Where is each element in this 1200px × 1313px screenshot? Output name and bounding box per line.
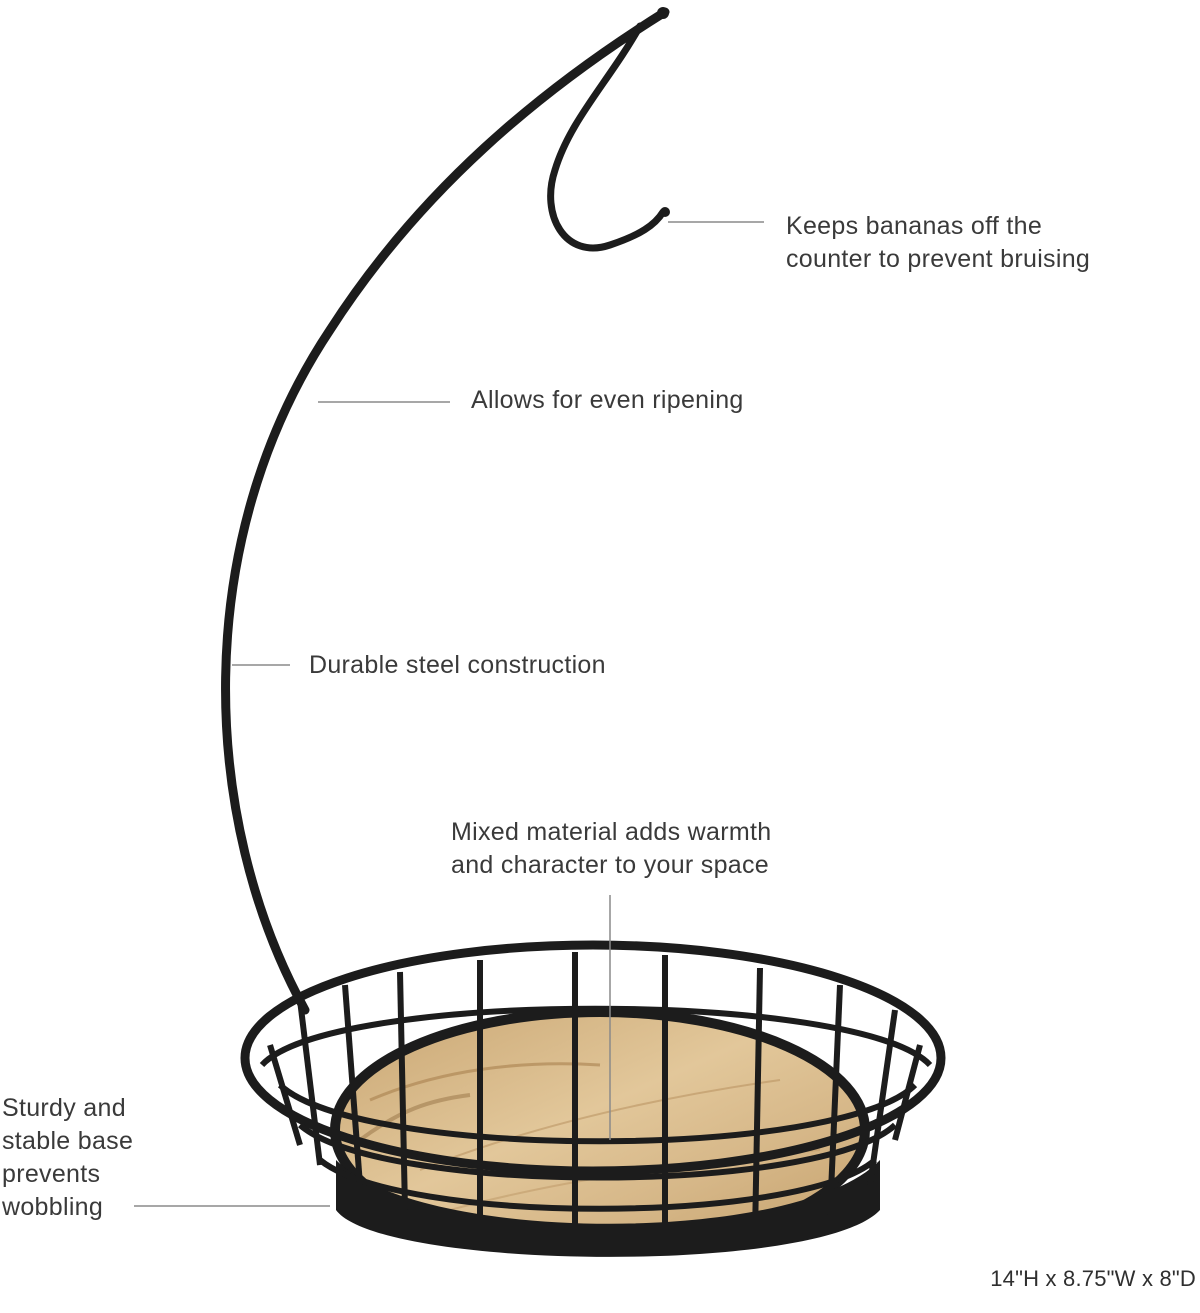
callout-base-line3: prevents: [2, 1160, 101, 1188]
callout-hook-line1: Keeps bananas off the: [786, 212, 1043, 240]
callout-base-line2: stable base: [2, 1127, 134, 1155]
callout-material-line1: Mixed material adds warmth: [451, 818, 772, 846]
callout-hook-line2: counter to prevent bruising: [786, 245, 1091, 273]
base-band: [336, 1160, 880, 1257]
callout-hook: Keeps bananas off the counter to prevent…: [786, 210, 1090, 276]
callout-material: Mixed material adds warmth and character…: [451, 816, 771, 882]
callout-base-line4: wobbling: [2, 1193, 104, 1221]
dimensions-label: 14"H x 8.75"W x 8"D: [990, 1266, 1196, 1291]
callout-base-line1: Sturdy and: [2, 1094, 126, 1122]
callout-base: Sturdy and stable base prevents wobbling: [2, 1092, 133, 1224]
callout-steel: Durable steel construction: [309, 649, 606, 682]
callout-material-line2: and character to your space: [451, 851, 769, 879]
callout-steel-text: Durable steel construction: [309, 651, 606, 679]
callout-ripening-text: Allows for even ripening: [471, 386, 744, 414]
callout-leader-lines: [134, 221, 764, 1207]
wire-basket: [240, 940, 946, 1245]
hanger-stand: [221, 7, 670, 1015]
callout-ripening: Allows for even ripening: [471, 384, 744, 417]
